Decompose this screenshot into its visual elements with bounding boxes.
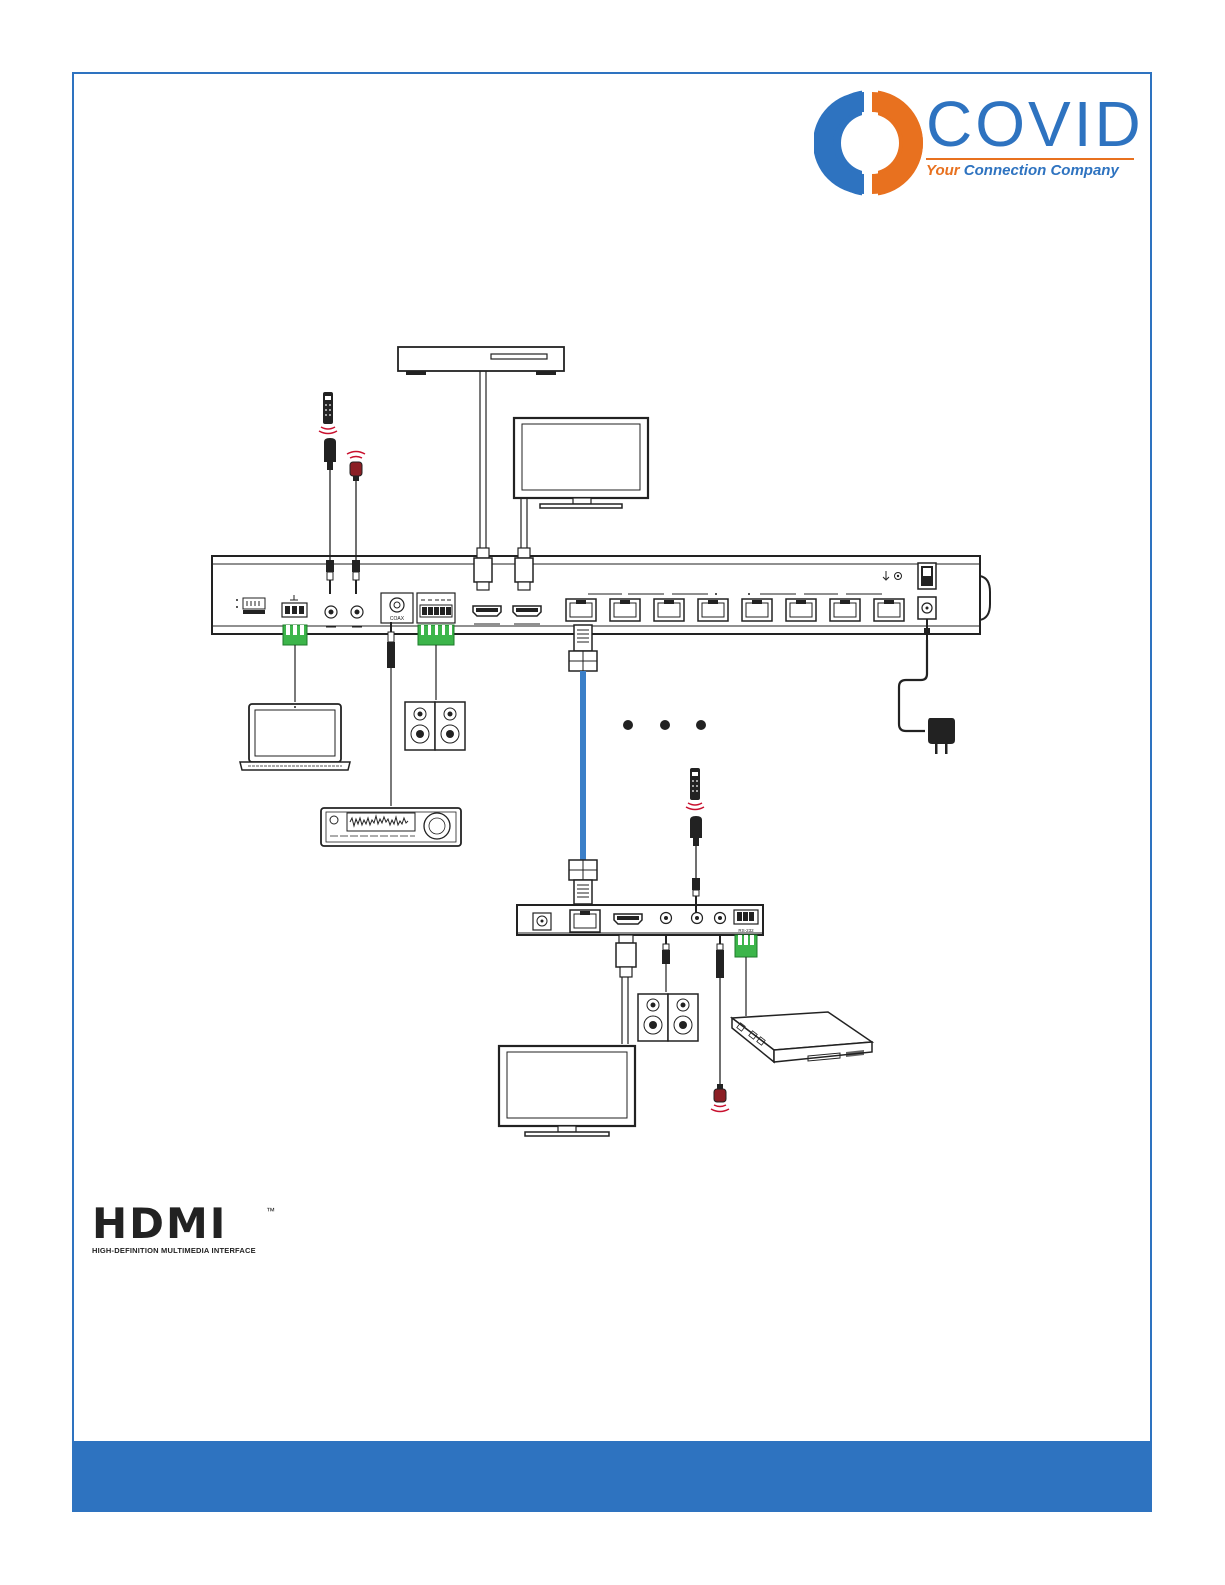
audio-out-terminal xyxy=(417,593,455,623)
rj45-port-7 xyxy=(830,599,860,621)
amplifier-icon xyxy=(321,808,461,846)
receiver-rs232-green-connector xyxy=(735,935,757,957)
rj45-port-4 xyxy=(698,599,728,621)
ir-receiver-icon xyxy=(690,816,702,846)
ir-receiver-icon xyxy=(324,438,336,470)
media-player-icon xyxy=(398,347,564,375)
hdmi-trademark: ™ xyxy=(266,1206,275,1216)
coax-label: COAX xyxy=(390,616,405,622)
hdmi-wordmark: HDMI xyxy=(92,1202,227,1246)
rj45-port-6 xyxy=(786,599,816,621)
receiver-rj45-port xyxy=(570,910,600,932)
more-receivers-dot xyxy=(623,720,633,730)
more-receivers-dot xyxy=(660,720,670,730)
speaker-icon xyxy=(638,994,698,1041)
laptop-icon xyxy=(240,704,350,770)
tv-icon xyxy=(499,1046,635,1136)
receiver-hdmi-plug xyxy=(616,935,636,977)
hdmi-logo: HDMI ™ HIGH-DEFINITION MULTIMEDIA INTERF… xyxy=(92,1208,282,1256)
rj45-port-3 xyxy=(654,599,684,621)
rj45-port-2 xyxy=(610,599,640,621)
ir-emitter-icon xyxy=(347,452,365,482)
hdmi-subtitle: HIGH-DEFINITION MULTIMEDIA INTERFACE xyxy=(92,1246,256,1255)
rj45-port-1 xyxy=(566,599,596,621)
power-adapter-icon xyxy=(928,718,955,754)
receiver-unit: RS-232 xyxy=(517,905,763,935)
rj45-port-8 xyxy=(874,599,904,621)
remote-control-icon xyxy=(686,768,704,810)
remote-control-icon xyxy=(319,392,337,434)
audio-green-connector xyxy=(418,625,454,645)
rs232-label: RS-232 xyxy=(738,928,754,933)
ir-emitter-icon xyxy=(711,1084,729,1112)
power-cable xyxy=(899,619,930,731)
hdmi-plug-in xyxy=(474,548,492,590)
coax-port: COAX xyxy=(381,593,413,623)
hdmi-plug-out xyxy=(515,548,533,590)
rj45-port-5 xyxy=(742,599,772,621)
receiver-ir-out-plug xyxy=(716,935,724,978)
receiver-audio-plug xyxy=(662,935,670,964)
more-receivers-dot xyxy=(696,720,706,730)
switcher-icon xyxy=(732,1012,872,1062)
rj45-plug-bottom xyxy=(569,860,597,904)
rs232-green-connector xyxy=(283,625,307,645)
power-switch-icon xyxy=(918,563,936,589)
dc-power-port xyxy=(918,597,936,619)
speaker-icon xyxy=(405,702,465,750)
tv-icon xyxy=(514,418,648,508)
